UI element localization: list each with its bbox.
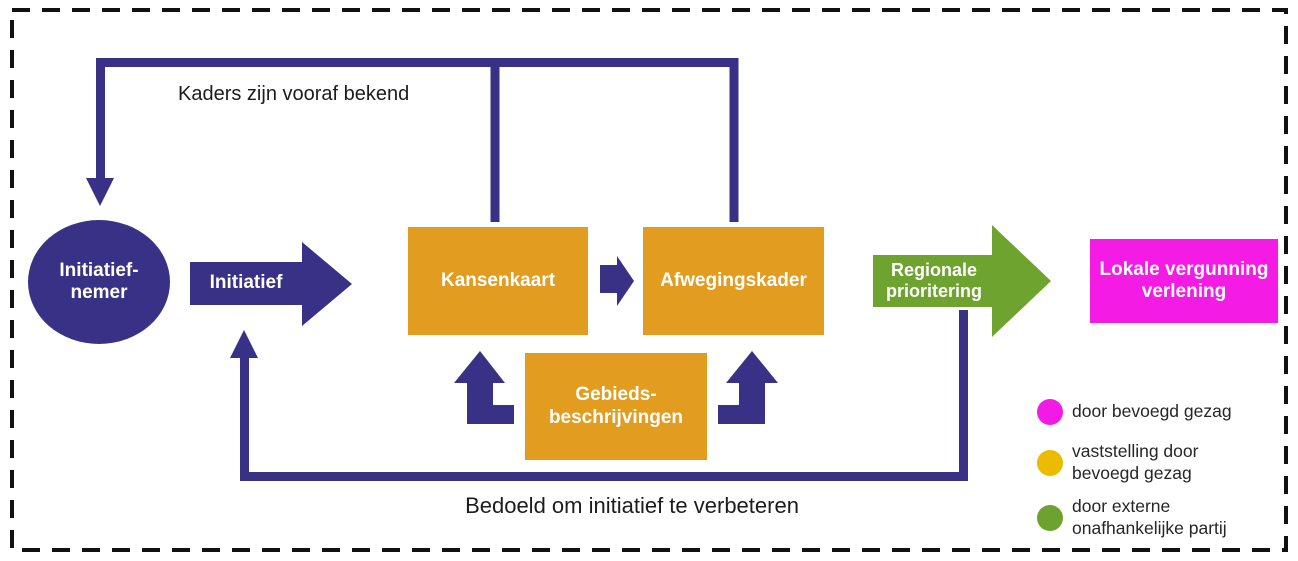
initiatief-arrow <box>190 242 352 326</box>
legend-dot-gold <box>1037 450 1063 476</box>
legend-label-vaststelling: vaststelling door bevoegd gezag <box>1072 441 1199 483</box>
afwegingskader-box <box>643 227 824 335</box>
bottom-feedback-connector-line <box>240 310 968 481</box>
right-arrow-icon <box>600 256 634 306</box>
initiatiefnemer-circle <box>28 220 170 344</box>
bent-up-arrow-left-icon <box>454 351 514 424</box>
note-bedoeld-om-initiatief: Bedoeld om initiatief te verbeteren <box>465 493 799 518</box>
bent-up-arrow-right-icon <box>718 351 778 424</box>
top-kaders-connector-line <box>96 58 739 222</box>
lokale-vergunning-box <box>1090 239 1278 323</box>
legend-dot-magenta <box>1037 399 1063 425</box>
regionale-prioritering-arrow <box>873 225 1051 337</box>
legend-label-door-bevoegd-gezag: door bevoegd gezag <box>1072 401 1232 421</box>
gebiedsbeschrijvingen-box <box>525 353 707 460</box>
legend-dot-green <box>1037 505 1063 531</box>
down-arrowhead-icon <box>86 178 114 206</box>
kansenkaart-box <box>408 227 588 335</box>
legend-label-externe-partij: door externe onafhankelijke partij <box>1072 496 1227 538</box>
up-arrowhead-icon <box>230 330 258 358</box>
note-kaders-vooraf-bekend: Kaders zijn vooraf bekend <box>178 83 410 105</box>
dashed-border <box>10 8 1288 552</box>
